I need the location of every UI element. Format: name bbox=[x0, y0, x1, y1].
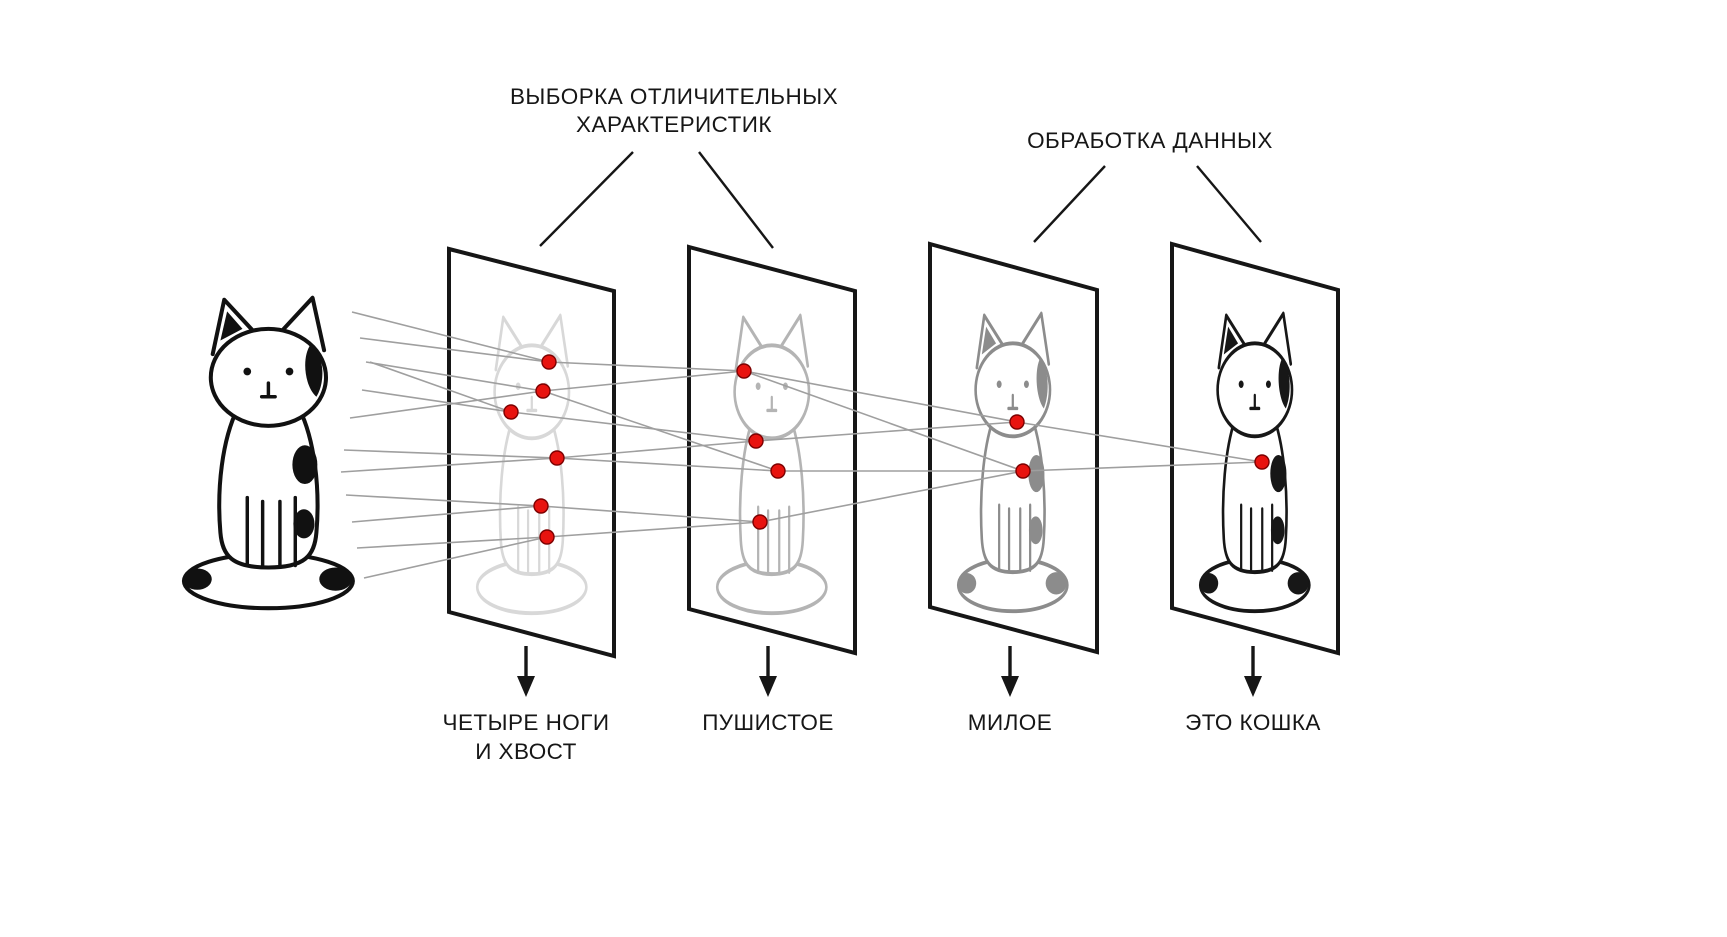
feature-dot-layer-1 bbox=[541, 354, 557, 370]
down-arrow-4 bbox=[1244, 646, 1262, 697]
feature-selection-label-line-1: ВЫБОРКА ОТЛИЧИТЕЛЬНЫХ bbox=[510, 84, 838, 109]
layer-4-caption-line-1: ЭТО КОШКА bbox=[1185, 710, 1321, 735]
connection-line bbox=[351, 505, 542, 523]
feature-dot-layer-1 bbox=[503, 404, 519, 420]
connection-line bbox=[510, 411, 757, 442]
down-arrow-4-head bbox=[1244, 676, 1262, 697]
connection-line bbox=[363, 536, 548, 579]
connection-line bbox=[542, 370, 745, 392]
feature-dot-layer-1 bbox=[535, 383, 551, 399]
feature-dot-layer-2 bbox=[770, 463, 786, 479]
connection-line bbox=[1022, 461, 1263, 472]
feature-dots bbox=[503, 354, 1270, 545]
feature-selection-pointer-right bbox=[698, 151, 774, 249]
feature-dot-layer-1 bbox=[539, 529, 555, 545]
feature-dot-layer-1 bbox=[549, 450, 565, 466]
connection-line bbox=[546, 521, 761, 538]
down-arrow-1 bbox=[517, 646, 535, 697]
layer-2-caption-line-1: ПУШИСТОЕ bbox=[702, 710, 834, 735]
connection-line bbox=[1016, 421, 1263, 463]
layer-panel-3 bbox=[928, 241, 1099, 655]
connection-line bbox=[548, 361, 745, 372]
connection-line bbox=[542, 390, 779, 472]
connection-line bbox=[743, 370, 1018, 423]
feature-dot-layer-3 bbox=[1015, 463, 1031, 479]
feature-selection-pointer-left bbox=[539, 151, 634, 247]
layer-panel-1 bbox=[447, 246, 616, 659]
down-arrow-1-head bbox=[517, 676, 535, 697]
down-arrow-2 bbox=[759, 646, 777, 697]
layer-panel-4 bbox=[1170, 241, 1340, 656]
feature-dot-layer-2 bbox=[752, 514, 768, 530]
source-cat bbox=[183, 298, 353, 608]
data-processing-pointer-right bbox=[1196, 165, 1262, 243]
connection-line bbox=[349, 390, 544, 419]
connection-line bbox=[359, 337, 550, 363]
layer-panel-2 bbox=[687, 244, 857, 656]
layer-1-caption-line-1: ЧЕТЫРЕ НОГИ bbox=[443, 710, 610, 735]
connection-line bbox=[556, 457, 779, 472]
feature-selection-label-line-2: ХАРАКТЕРИСТИК bbox=[576, 112, 772, 137]
feature-dot-layer-4 bbox=[1254, 454, 1270, 470]
down-arrow-3-head bbox=[1001, 676, 1019, 697]
down-arrow-3 bbox=[1001, 646, 1019, 697]
connection-line bbox=[340, 457, 558, 473]
feature-dot-layer-3 bbox=[1009, 414, 1025, 430]
connection-line bbox=[343, 449, 558, 459]
connection-lines bbox=[340, 311, 1263, 579]
data-processing-label: ОБРАБОТКА ДАННЫХ bbox=[1027, 128, 1273, 153]
connection-line bbox=[356, 536, 548, 549]
layer-1-caption-line-2: И ХВОСТ bbox=[475, 739, 577, 764]
connection-line bbox=[351, 311, 550, 363]
connection-line bbox=[345, 494, 542, 507]
data-processing-pointer-left bbox=[1033, 165, 1106, 243]
layer-3-caption-line-1: МИЛОЕ bbox=[968, 710, 1052, 735]
connection-line bbox=[755, 421, 1018, 442]
source-cat-image bbox=[183, 298, 353, 608]
feature-dot-layer-1 bbox=[533, 498, 549, 514]
feature-dot-layer-2 bbox=[736, 363, 752, 379]
connection-line bbox=[556, 440, 757, 459]
connection-line bbox=[361, 389, 512, 413]
connection-line bbox=[369, 361, 512, 413]
down-arrow-2-head bbox=[759, 676, 777, 697]
connection-line bbox=[365, 361, 544, 392]
feature-dot-layer-2 bbox=[748, 433, 764, 449]
connection-line bbox=[759, 470, 1024, 523]
connection-line bbox=[540, 505, 761, 523]
connection-line bbox=[743, 370, 1024, 472]
